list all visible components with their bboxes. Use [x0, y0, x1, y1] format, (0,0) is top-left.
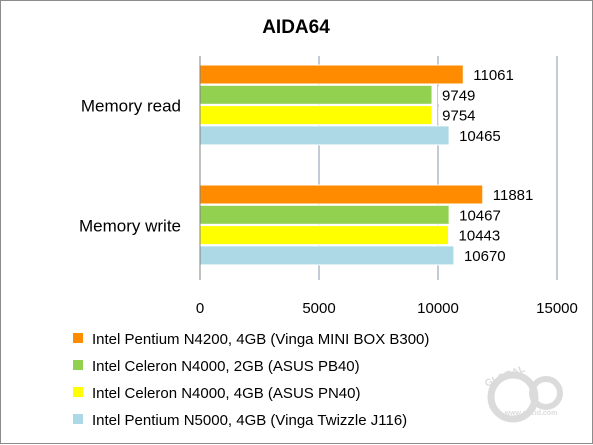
data-label-1-1: 10467 — [459, 207, 501, 224]
data-label-1-3: 10670 — [464, 248, 506, 265]
data-label-1-2: 10443 — [459, 228, 501, 245]
data-label-bg-1-1 — [455, 206, 505, 225]
legend-label-1: Intel Celeron N4000, 2GB (ASUS PB40) — [92, 358, 360, 375]
data-label-bg-0-3 — [455, 126, 505, 145]
data-label-bg-1-0 — [488, 186, 538, 204]
data-label-bg-0-2 — [438, 106, 480, 125]
bar-0-2 — [199, 105, 433, 126]
watermark: GLOBAL www.gecid.com — [483, 364, 563, 423]
bar-0-1 — [199, 84, 433, 105]
watermark-url: www.gecid.com — [504, 410, 558, 417]
legend-label-2: Intel Celeron N4000, 4GB (ASUS PN40) — [92, 385, 360, 402]
data-label-bg-0-0 — [469, 66, 518, 84]
chart-title: AIDA64 — [262, 17, 330, 38]
bar-0-3 — [199, 125, 450, 146]
x-tick-2: 10000 — [417, 300, 459, 317]
legend-swatch-1 — [73, 360, 83, 370]
legend-swatch-3 — [73, 414, 83, 424]
data-labels: 11061 9749 9754 10465 11881 10467 10443 10670 — [438, 66, 538, 265]
data-label-0-1: 9749 — [442, 87, 475, 104]
category-label-0: Memory read — [81, 97, 181, 116]
legend-swatch-2 — [73, 387, 83, 397]
data-label-1-0: 11881 — [493, 187, 534, 204]
bar-1-3 — [199, 245, 455, 266]
x-tick-labels: 0 5000 10000 15000 — [196, 300, 578, 317]
bar-1-0 — [199, 184, 484, 205]
x-tick-3: 15000 — [536, 300, 578, 317]
x-tick-0: 0 — [196, 300, 204, 317]
legend-label-0: Intel Pentium N4200, 4GB (Vinga MINI BOX… — [92, 331, 429, 348]
data-label-0-0: 11061 — [473, 67, 514, 84]
legend: Intel Pentium N4200, 4GB (Vinga MINI BOX… — [73, 331, 429, 429]
x-tick-1: 5000 — [302, 300, 335, 317]
data-label-bg-1-3 — [459, 246, 510, 265]
bar-1-2 — [199, 225, 450, 246]
legend-swatch-0 — [73, 333, 83, 343]
data-label-bg-0-1 — [438, 86, 480, 105]
data-label-bg-1-2 — [454, 226, 505, 245]
easy-logo-icon — [487, 371, 563, 423]
bar-1-1 — [199, 204, 450, 225]
category-label-1: Memory write — [79, 217, 181, 236]
data-label-0-3: 10465 — [459, 128, 501, 145]
data-label-0-2: 9754 — [442, 108, 475, 125]
bar-0-0 — [199, 64, 464, 85]
legend-label-3: Intel Pentium N5000, 4GB (Vinga Twizzle … — [92, 412, 407, 429]
